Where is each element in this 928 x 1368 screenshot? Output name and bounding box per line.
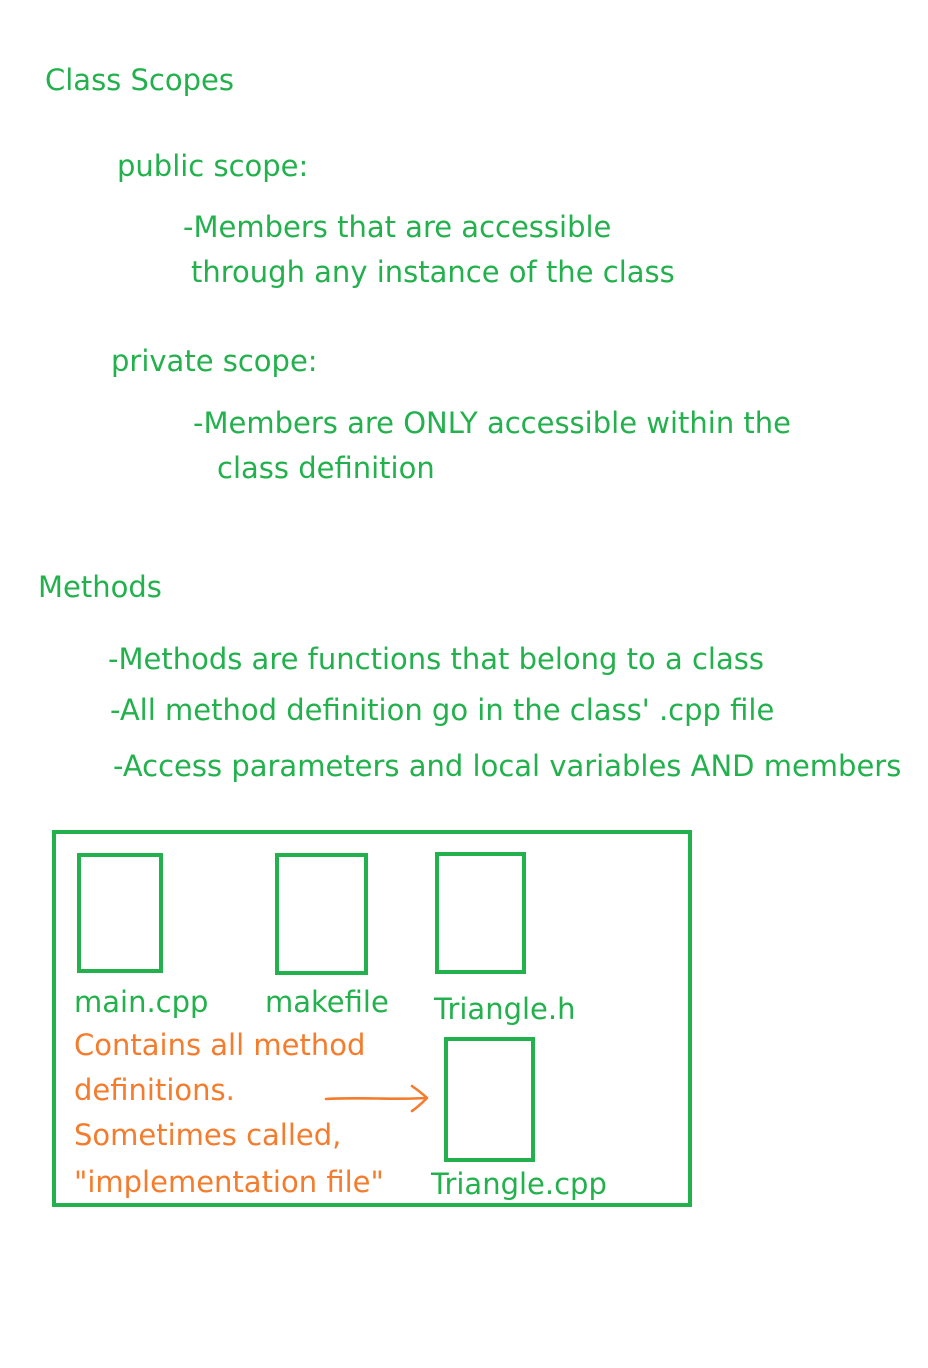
public-scope-desc-line1: -Members that are accessible xyxy=(183,210,612,244)
annotation-arrow-icon xyxy=(324,1084,429,1113)
main-cpp-file-icon xyxy=(77,853,163,973)
triangle-cpp-label: Triangle.cpp xyxy=(431,1167,607,1201)
makefile-label: makefile xyxy=(265,985,389,1019)
public-scope-desc-line2: through any instance of the class xyxy=(191,255,675,289)
annotation-line-2: definitions. xyxy=(74,1073,235,1107)
annotation-line-3: Sometimes called, xyxy=(74,1118,342,1152)
public-scope-label: public scope: xyxy=(117,149,309,183)
triangle-cpp-file-icon xyxy=(444,1037,535,1162)
main-cpp-label: main.cpp xyxy=(74,985,209,1019)
methods-bullet-2: -All method definition go in the class' … xyxy=(110,693,775,727)
methods-bullet-1: -Methods are functions that belong to a … xyxy=(108,642,764,676)
class-scopes-heading: Class Scopes xyxy=(45,63,234,97)
makefile-file-icon xyxy=(275,853,368,975)
triangle-h-file-icon xyxy=(435,852,526,974)
methods-heading: Methods xyxy=(38,570,162,604)
private-scope-label: private scope: xyxy=(111,344,318,378)
methods-bullet-3: -Access parameters and local variables A… xyxy=(113,749,902,783)
annotation-line-4: "implementation file" xyxy=(74,1165,384,1199)
project-container-box xyxy=(52,830,692,1207)
annotation-line-1: Contains all method xyxy=(74,1028,366,1062)
private-scope-desc-line2: class definition xyxy=(217,451,435,485)
triangle-h-label: Triangle.h xyxy=(434,992,576,1026)
private-scope-desc-line1: -Members are ONLY accessible within the xyxy=(193,406,792,440)
